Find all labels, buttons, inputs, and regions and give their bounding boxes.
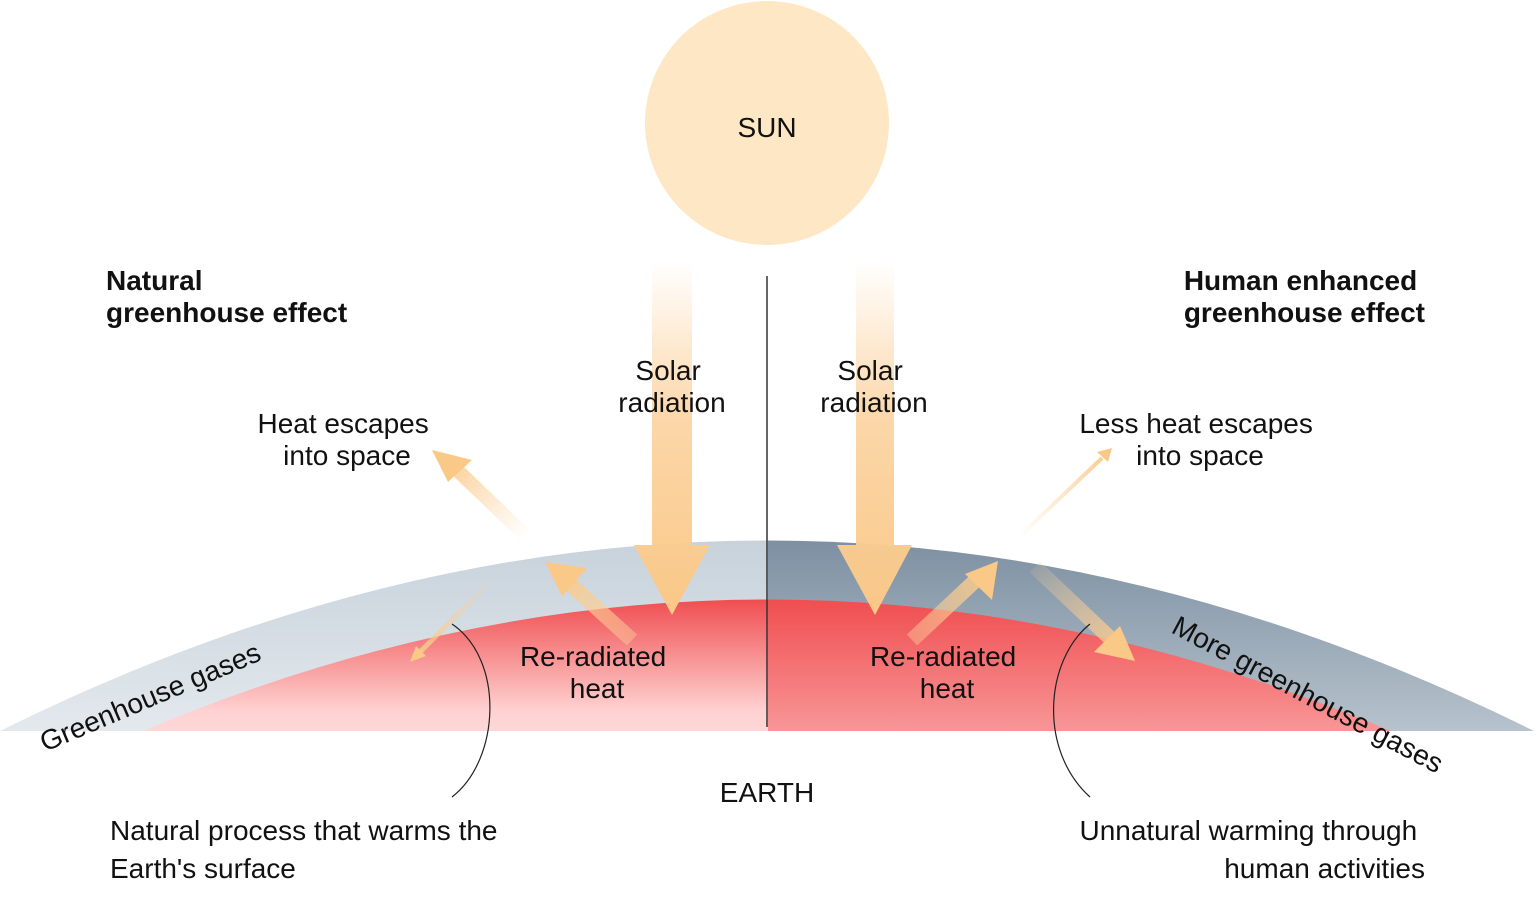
reradiated-label-right: Re-radiated heat xyxy=(870,641,1024,704)
heat-escape-arrow-left xyxy=(432,450,532,543)
heat-downward-arrow-right xyxy=(1029,561,1135,661)
solar-label-right: Solar radiation xyxy=(820,355,927,418)
solar-arrow-right xyxy=(837,262,912,615)
reradiated-heat-arrow-right xyxy=(906,561,998,646)
reradiated-label-left: Re-radiated heat xyxy=(520,641,674,704)
unnatural-warming-note: Unnatural warming through human activiti… xyxy=(1079,815,1425,884)
human-title-line1: Human enhanced xyxy=(1184,265,1417,296)
solar-label-left: Solar radiation xyxy=(618,355,725,418)
natural-process-note: Natural process that warms the Earth's s… xyxy=(110,815,505,884)
sun-label: SUN xyxy=(737,112,796,143)
heat-escape-arrow-right xyxy=(1016,448,1112,540)
natural-title-line2: greenhouse effect xyxy=(106,297,347,328)
earth-body xyxy=(0,731,1540,920)
pointer-curve-right xyxy=(1053,623,1091,798)
heat-downward-arrow-left xyxy=(410,575,497,662)
heat-escape-label-right: Less heat escapes into space xyxy=(1079,408,1320,471)
earth-label: EARTH xyxy=(720,777,814,808)
human-effect-title: Human enhanced greenhouse effect xyxy=(1184,265,1425,328)
heat-escape-label-left: Heat escapes into space xyxy=(258,408,437,471)
human-title-line2: greenhouse effect xyxy=(1184,297,1425,328)
solar-arrow-left xyxy=(634,262,710,615)
natural-effect-title: Natural greenhouse effect xyxy=(106,265,347,328)
sun xyxy=(645,1,889,245)
natural-title-line1: Natural xyxy=(106,265,202,296)
pointer-curve-left xyxy=(451,623,491,798)
reradiated-heat-arrow-left xyxy=(545,562,638,646)
